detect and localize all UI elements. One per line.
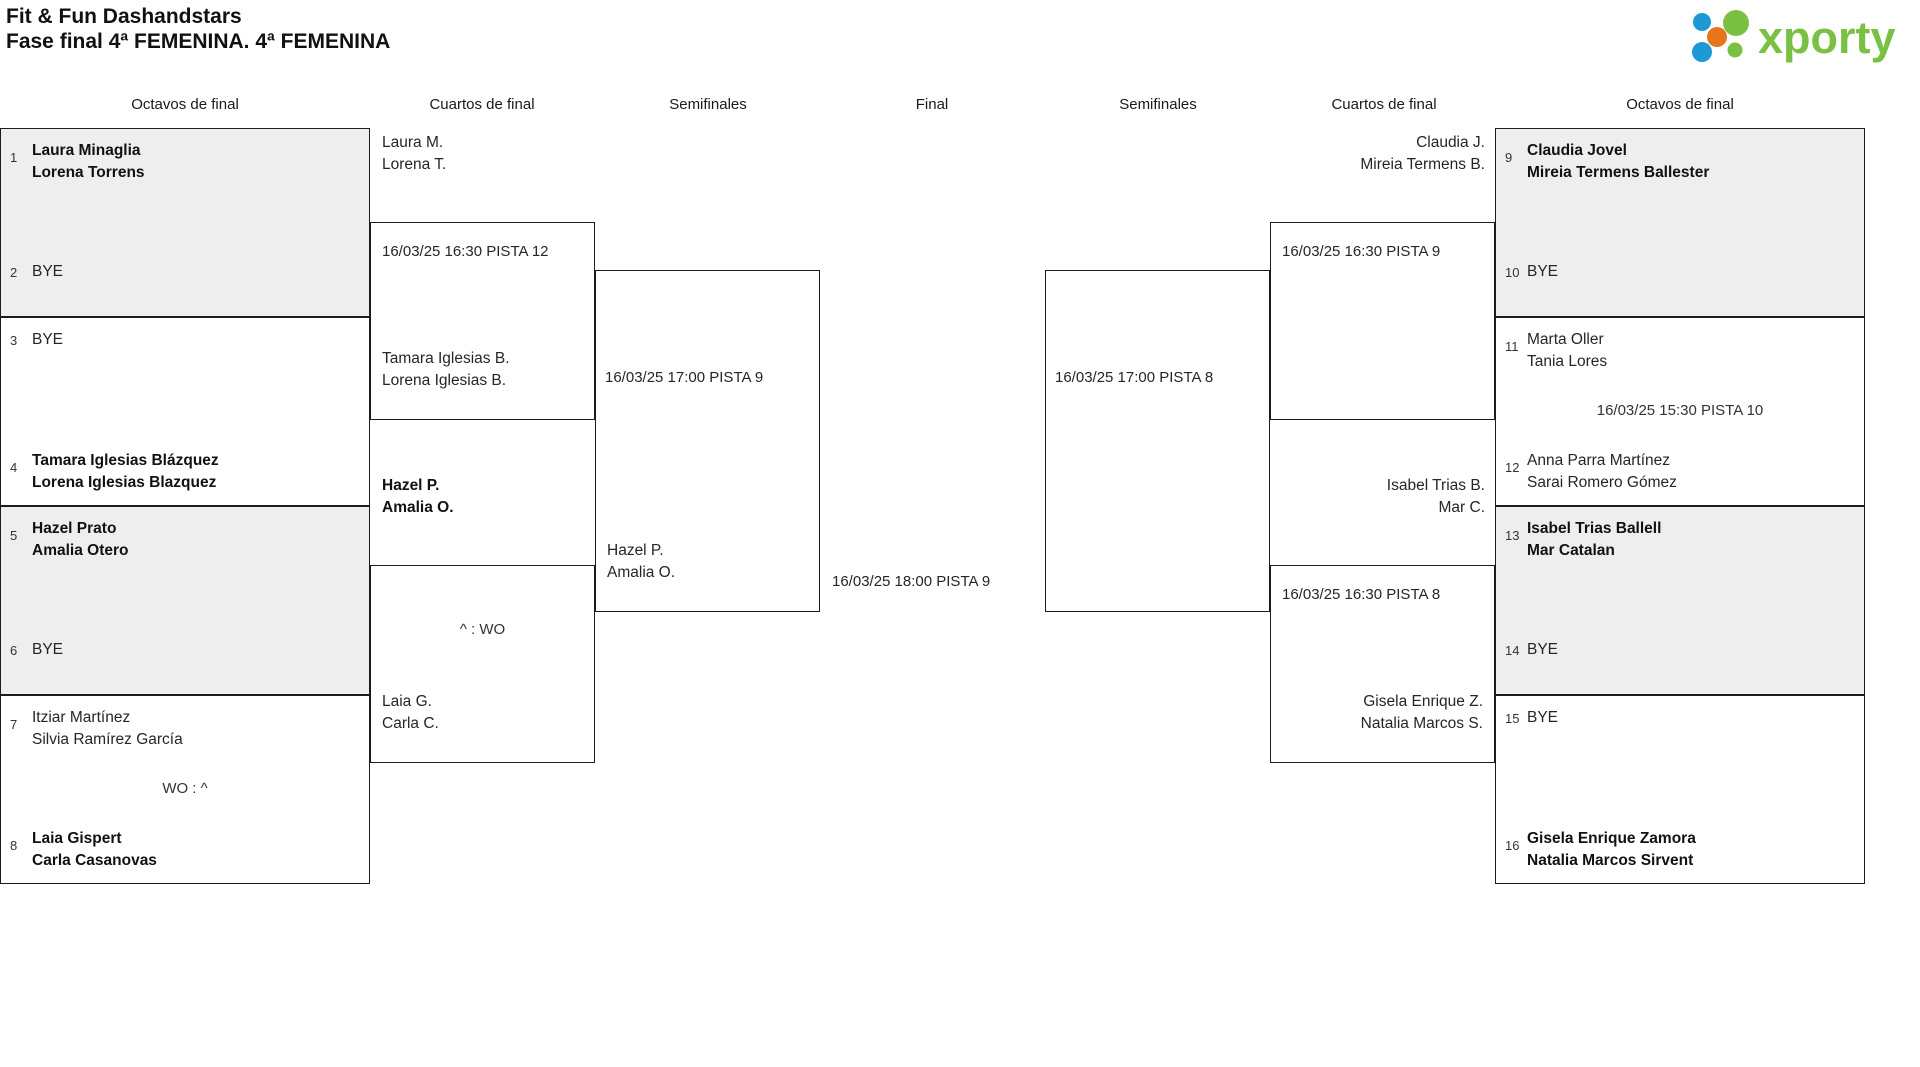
r16-match-right-2[interactable] <box>1495 317 1865 506</box>
r16-match-left-1[interactable] <box>0 128 370 317</box>
r16-team-name: BYE <box>32 331 64 348</box>
seed-number: 12 <box>1505 460 1520 475</box>
seed-number: 1 <box>10 150 18 165</box>
r16-team-name: BYE <box>32 641 64 658</box>
qf-team-name-top: Laura M.Lorena T. <box>382 134 447 173</box>
round-header-right-r16: Octavos de final <box>1626 96 1734 113</box>
qf-team-name-top: Isabel Trias B.Mar C. <box>1386 477 1485 516</box>
r16-match-right-1[interactable] <box>1495 128 1865 317</box>
page-title: Fit & Fun Dashandstars Fase final 4ª FEM… <box>6 4 390 54</box>
seed-number: 5 <box>10 528 18 543</box>
seed-number: 4 <box>10 460 18 475</box>
qf-match-schedule: 16/03/25 16:30 PISTA 8 <box>1282 586 1441 603</box>
round-header-right-qf: Cuartos de final <box>1331 96 1437 113</box>
r16-match-score: 16/03/25 15:30 PISTA 10 <box>1596 401 1764 419</box>
qf-match-right-1[interactable] <box>1270 222 1495 420</box>
qf-match-schedule: 16/03/25 16:30 PISTA 12 <box>382 243 549 260</box>
seed-number: 7 <box>10 717 18 732</box>
qf-match-score: ^ : WO <box>459 621 506 638</box>
qf-match-left-2[interactable] <box>370 565 595 763</box>
round-header-left-qf: Cuartos de final <box>429 96 535 113</box>
r16-team-name: BYE <box>1527 263 1559 280</box>
qf-match-left-1[interactable] <box>370 222 595 420</box>
xporty-logo-icon: xporty <box>1692 10 1896 63</box>
qf-team-name-bottom: Laia G.Carla C. <box>382 693 439 732</box>
seed-number: 6 <box>10 643 18 658</box>
sf-match-left[interactable] <box>595 270 820 612</box>
r16-team-name: BYE <box>1527 709 1559 726</box>
seed-number: 14 <box>1505 643 1520 658</box>
seed-number: 16 <box>1505 838 1520 853</box>
round-header-left-r16: Octavos de final <box>131 96 239 113</box>
sf-match-schedule: 16/03/25 17:00 PISTA 8 <box>1055 369 1214 386</box>
qf-match-schedule: 16/03/25 16:30 PISTA 9 <box>1282 243 1441 260</box>
r16-team-name: BYE <box>32 263 64 280</box>
r16-team-name: BYE <box>1527 641 1559 658</box>
r16-match-score: WO : ^ <box>162 779 208 797</box>
seed-number: 2 <box>10 265 18 280</box>
qf-team-name-bottom: Tamara Iglesias B.Lorena Iglesias B. <box>382 350 510 389</box>
tournament-phase: Fase final 4ª FEMENINA. 4ª FEMENINA <box>6 30 391 53</box>
logo-wordmark: xporty <box>1758 12 1896 63</box>
r16-match-left-2[interactable] <box>0 317 370 506</box>
seed-number: 13 <box>1505 528 1520 543</box>
seed-number: 9 <box>1505 150 1513 165</box>
seed-number: 8 <box>10 838 18 853</box>
seed-number: 11 <box>1505 339 1519 354</box>
r16-match-right-3[interactable] <box>1495 506 1865 695</box>
r16-match-left-3[interactable] <box>0 506 370 695</box>
seed-number: 3 <box>10 333 18 348</box>
sf-match-schedule: 16/03/25 17:00 PISTA 9 <box>605 369 764 386</box>
r16-match-right-4[interactable] <box>1495 695 1865 884</box>
sf-team-name-bottom: Hazel P.Amalia O. <box>607 542 676 581</box>
round-header-right-sf: Semifinales <box>1119 96 1197 113</box>
round-header-final: Final <box>915 96 949 113</box>
sf-match-right[interactable] <box>1045 270 1270 612</box>
tournament-name: Fit & Fun Dashandstars <box>6 5 242 28</box>
qf-team-name-top: Claudia J.Mireia Termens B. <box>1360 134 1485 173</box>
xporty-logo: xporty <box>1686 8 1908 66</box>
r16-match-left-4[interactable] <box>0 695 370 884</box>
final-match-schedule: 16/03/25 18:00 PISTA 9 <box>832 573 991 590</box>
qf-team-name-bottom: Gisela Enrique Z.Natalia Marcos S. <box>1360 693 1483 732</box>
qf-team-name-top: Hazel P.Amalia O. <box>382 477 454 516</box>
seed-number: 10 <box>1505 265 1520 280</box>
qf-match-right-2[interactable] <box>1270 565 1495 763</box>
seed-number: 15 <box>1505 711 1520 726</box>
round-header-left-sf: Semifinales <box>669 96 747 113</box>
